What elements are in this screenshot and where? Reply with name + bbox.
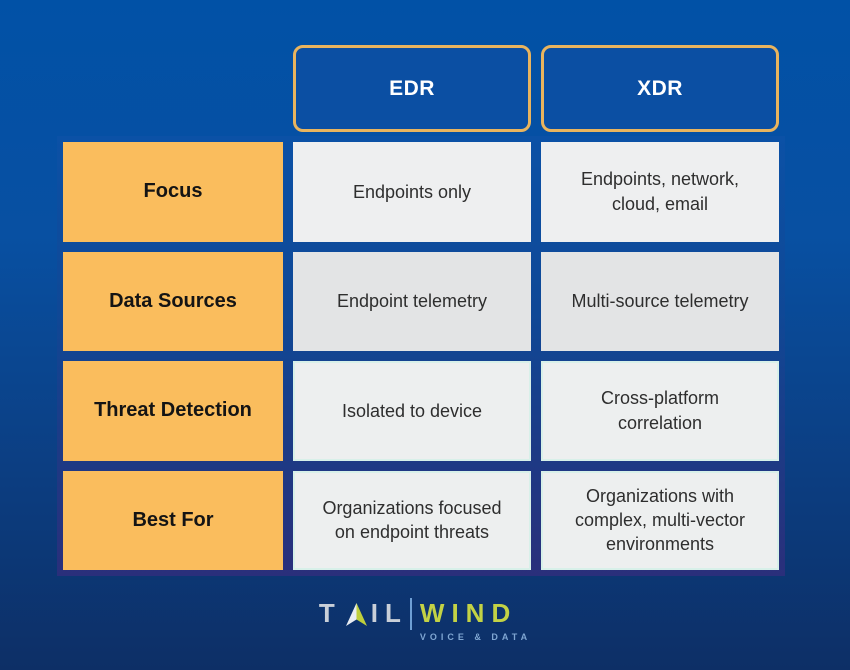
column-header-edr-label: EDR — [389, 76, 435, 100]
cell-threat-detection-edr: Isolated to device — [293, 361, 531, 461]
column-header-xdr: XDR — [541, 45, 779, 132]
cell-focus-xdr: Endpoints, network, cloud, email — [541, 142, 779, 242]
cell-best-for-xdr: Organizations with complex, multi-vector… — [541, 470, 779, 570]
tailwind-logo: T IL WIND VOICE & DATA — [0, 596, 850, 642]
cell-best-for-edr: Organizations focused on endpoint threat… — [293, 470, 531, 570]
row-label-data-sources: Data Sources — [63, 251, 283, 351]
row-label-threat-detection: Threat Detection — [63, 361, 283, 461]
comparison-table: Focus Endpoints only Endpoints, network,… — [57, 136, 785, 576]
logo-tail-t: T — [318, 598, 342, 628]
logo-tail-il: IL — [370, 598, 408, 628]
logo-word-tail: T IL — [319, 596, 408, 629]
column-header-xdr-label: XDR — [637, 76, 683, 100]
tailwind-arrow-icon — [345, 602, 367, 626]
logo-word-wind: WIND — [419, 598, 518, 628]
cell-focus-edr: Endpoints only — [293, 142, 531, 242]
cell-data-sources-edr: Endpoint telemetry — [293, 251, 531, 351]
cell-threat-detection-xdr: Cross-platform correlation — [541, 361, 779, 461]
logo-divider-bar — [409, 598, 412, 630]
row-label-focus: Focus — [63, 142, 283, 242]
row-label-best-for: Best For — [63, 470, 283, 570]
column-header-edr: EDR — [293, 45, 531, 132]
logo-tagline: VOICE & DATA — [419, 632, 532, 642]
logo-right-block: WIND VOICE & DATA — [420, 596, 531, 642]
cell-data-sources-xdr: Multi-source telemetry — [541, 251, 779, 351]
tailwind-logo-inner: T IL WIND VOICE & DATA — [319, 596, 531, 642]
